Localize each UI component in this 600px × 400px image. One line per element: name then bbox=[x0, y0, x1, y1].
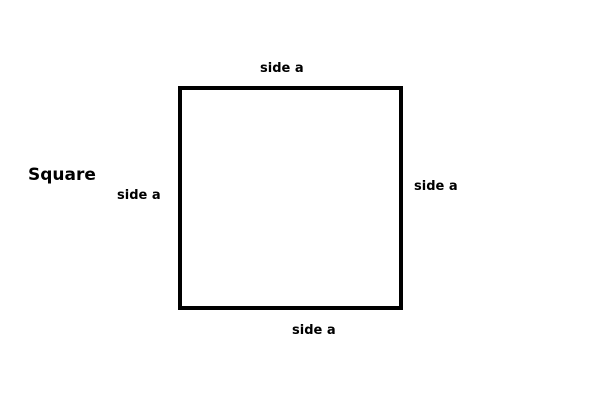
side-label-bottom: side a bbox=[292, 323, 336, 338]
side-label-top: side a bbox=[260, 61, 304, 76]
side-label-right: side a bbox=[414, 179, 458, 194]
square-shape bbox=[178, 86, 403, 310]
side-label-left: side a bbox=[117, 188, 161, 203]
shape-title: Square bbox=[28, 165, 96, 185]
